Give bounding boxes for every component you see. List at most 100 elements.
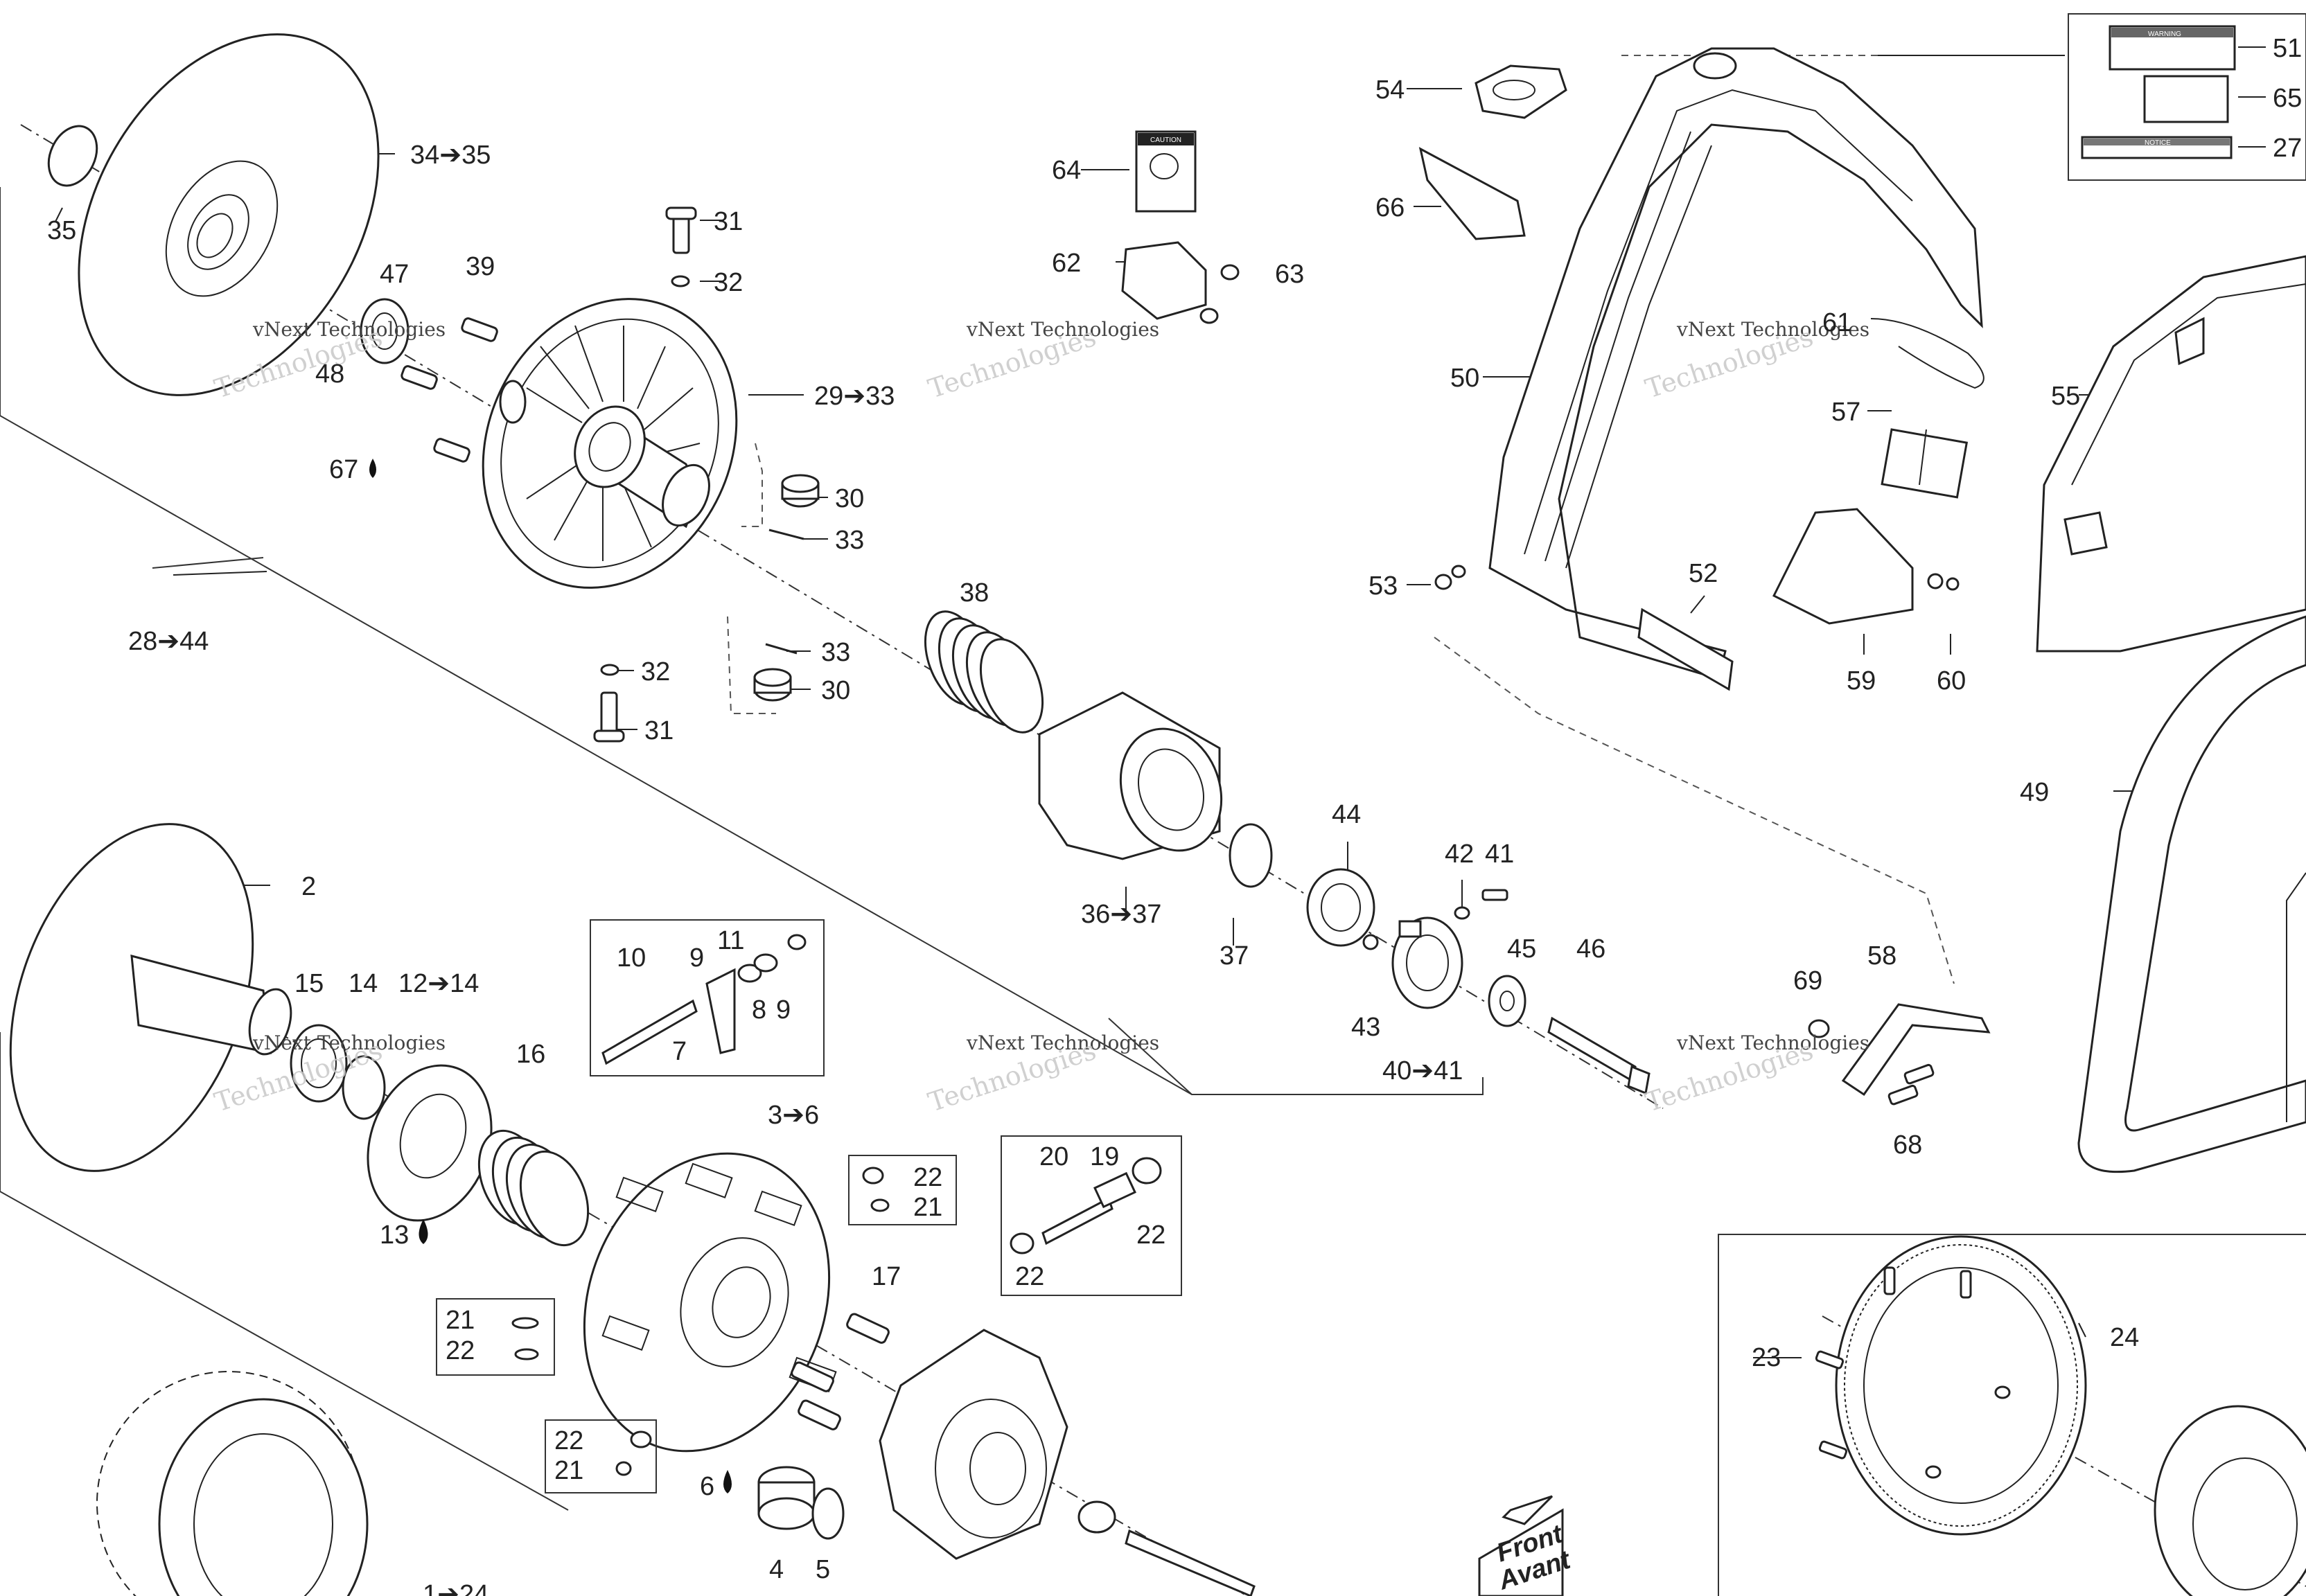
screws-17	[791, 1313, 890, 1430]
callout: 38	[960, 578, 989, 608]
box-22-21-a	[848, 1155, 957, 1225]
watermark-text: vNext Technologies	[966, 318, 1159, 341]
callout: 23	[1752, 1343, 1781, 1372]
callout: 32	[641, 657, 670, 686]
callout: 21	[554, 1456, 583, 1485]
pin-33	[765, 529, 804, 655]
callout: 64	[1052, 156, 1081, 185]
callout: 12➔14	[398, 969, 479, 998]
bolts-23	[1815, 1266, 1972, 1460]
callout: 1➔24	[423, 1580, 489, 1596]
dashed-roller-boxes	[727, 443, 776, 714]
roller-30-top	[781, 474, 820, 508]
callout: 27	[2273, 134, 2302, 163]
roller-30-bottom	[753, 668, 792, 702]
callout: 19	[1090, 1142, 1119, 1171]
callout: 11	[717, 926, 744, 955]
callout: 47	[380, 260, 409, 289]
callout: 31	[644, 716, 674, 745]
watermark-text: vNext Technologies	[252, 318, 446, 341]
guard-55	[2036, 255, 2306, 653]
callout: 66	[1375, 193, 1405, 222]
inset-roller-arm	[590, 919, 825, 1076]
bushing-15-14	[290, 1024, 386, 1120]
caution-decal-64	[1135, 130, 1197, 213]
callout: 44	[1332, 800, 1361, 829]
screw-60	[1927, 573, 1960, 591]
nuts-63	[1199, 264, 1240, 324]
screws-68	[1887, 1063, 1935, 1106]
watermark-text: vNext Technologies	[966, 1031, 1159, 1054]
callout: 7	[672, 1037, 687, 1066]
fixed-sheave-2	[9, 823, 292, 1172]
nut-69	[1808, 1019, 1830, 1038]
crankcase-stator-right	[2154, 1405, 2306, 1596]
callout: 51	[2273, 34, 2302, 63]
callout: 21	[913, 1193, 942, 1222]
callout: 54	[1375, 76, 1405, 105]
bolt-46	[1547, 1016, 1651, 1095]
callout: 22	[554, 1426, 583, 1455]
watermark-text: vNext Technologies	[252, 1031, 446, 1054]
callout: 14	[349, 969, 378, 998]
callout: 20	[1039, 1142, 1068, 1171]
callout: 16	[516, 1040, 545, 1069]
shoulder-screw-31-bottom	[593, 664, 625, 743]
spring-16	[477, 1129, 590, 1247]
oil-drop-icon	[369, 459, 376, 478]
bracket-59	[1772, 508, 1914, 625]
clip-61	[1870, 318, 1984, 389]
callout-labels: 35 34➔35 47 48 39 31 32 29➔33 30 33 67 2…	[47, 34, 2302, 1596]
callout: 53	[1368, 571, 1398, 601]
bushing-4	[757, 1466, 816, 1530]
callout: 49	[2020, 778, 2049, 807]
decal-panel-51-65-27	[2068, 13, 2306, 181]
ring-37	[1229, 823, 1273, 888]
callout: 50	[1450, 364, 1479, 393]
lubricant-drop-icons	[369, 459, 732, 1493]
callout: 52	[1689, 559, 1718, 588]
callout: 35	[47, 216, 76, 245]
oil-drop-icon	[723, 1470, 732, 1493]
callout: 9	[689, 943, 704, 973]
washer-47	[360, 298, 410, 364]
callout: 33	[835, 526, 864, 555]
callout: 33	[821, 638, 850, 667]
callout: 32	[714, 268, 743, 297]
callout: 6	[700, 1472, 714, 1501]
callout: 69	[1793, 966, 1822, 995]
belt-guard-50	[1488, 47, 1983, 680]
pins-39-48	[401, 317, 498, 463]
shoulder-screw-31-top	[665, 206, 697, 287]
crankcase-stator-left	[96, 1371, 369, 1596]
spring-38	[924, 610, 1044, 734]
ring-5	[811, 1487, 845, 1540]
handle-54	[1475, 64, 1567, 119]
nuts-53	[1434, 565, 1466, 590]
callout: 2	[301, 872, 316, 901]
callout: 58	[1867, 941, 1896, 970]
callout: 22	[446, 1336, 475, 1365]
callout: 63	[1275, 260, 1304, 289]
callout: 28➔44	[128, 627, 209, 656]
movable-sheave-top	[482, 298, 738, 589]
callout: 41	[1485, 840, 1514, 869]
callout: 65	[2273, 84, 2302, 113]
callout: 8	[752, 995, 766, 1025]
callout: 43	[1351, 1013, 1380, 1042]
callout: 5	[816, 1555, 830, 1584]
callout: 68	[1893, 1130, 1922, 1160]
watermark-text: vNext Technologies	[1676, 318, 1869, 341]
callout: 60	[1937, 666, 1966, 695]
callout: 4	[769, 1555, 784, 1584]
notice-decal-title: NOTICE	[2145, 139, 2171, 147]
callout: 10	[617, 943, 646, 973]
fixed-sheave-top	[78, 33, 380, 396]
caution-decal-title: CAUTION	[1150, 136, 1181, 144]
front-arrow: Front Avant	[1478, 1495, 1574, 1596]
cam-36	[1038, 691, 1223, 860]
callout: 29➔33	[814, 382, 895, 411]
callout: 21	[446, 1306, 475, 1335]
callout: 48	[315, 360, 344, 389]
